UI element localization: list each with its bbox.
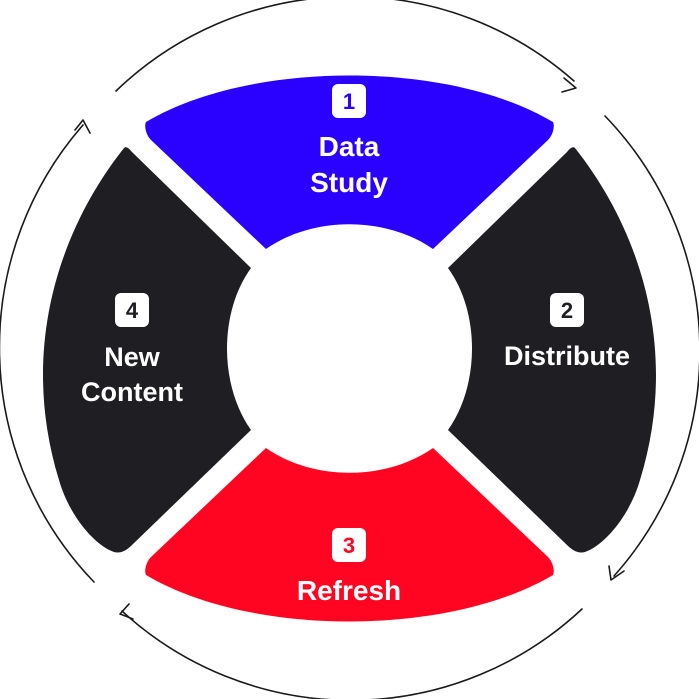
step-3-badge — [332, 528, 366, 562]
step-1-badge — [332, 84, 366, 118]
segment-new-content — [43, 147, 251, 553]
arrow-top-right-head — [561, 77, 577, 93]
arrow-top-left — [0, 124, 95, 583]
step-2-label: Distribute — [504, 341, 630, 371]
segment-data-study — [145, 75, 554, 249]
step-2-group: 2 Distribute — [504, 293, 630, 371]
step-4-group: 4 New Content — [81, 293, 183, 407]
step-2-badge — [550, 293, 584, 327]
step-4-label-line-1: New — [104, 342, 161, 372]
arrow-top-right — [115, 0, 575, 92]
step-2-number: 2 — [561, 298, 573, 323]
segment-distribute — [448, 147, 656, 553]
arrow-bottom-left-head — [119, 603, 134, 620]
step-1-group: 1 Data Study — [310, 84, 388, 198]
step-3-label: Refresh — [297, 575, 401, 606]
step-3-group: 3 Refresh — [297, 528, 401, 606]
step-4-badge — [115, 293, 149, 327]
step-4-number: 4 — [126, 298, 139, 323]
step-1-number: 1 — [343, 89, 355, 114]
step-4-label-line-2: Content — [81, 377, 183, 407]
arrow-bottom-left — [121, 608, 583, 699]
step-1-label-line-1: Data — [319, 131, 380, 162]
arrow-bottom-right — [604, 115, 699, 577]
step-1-label-line-2: Study — [310, 167, 388, 198]
arrow-top-left-head — [74, 119, 91, 134]
arrow-bottom-right-head — [608, 565, 625, 581]
step-3-number: 3 — [343, 533, 355, 558]
